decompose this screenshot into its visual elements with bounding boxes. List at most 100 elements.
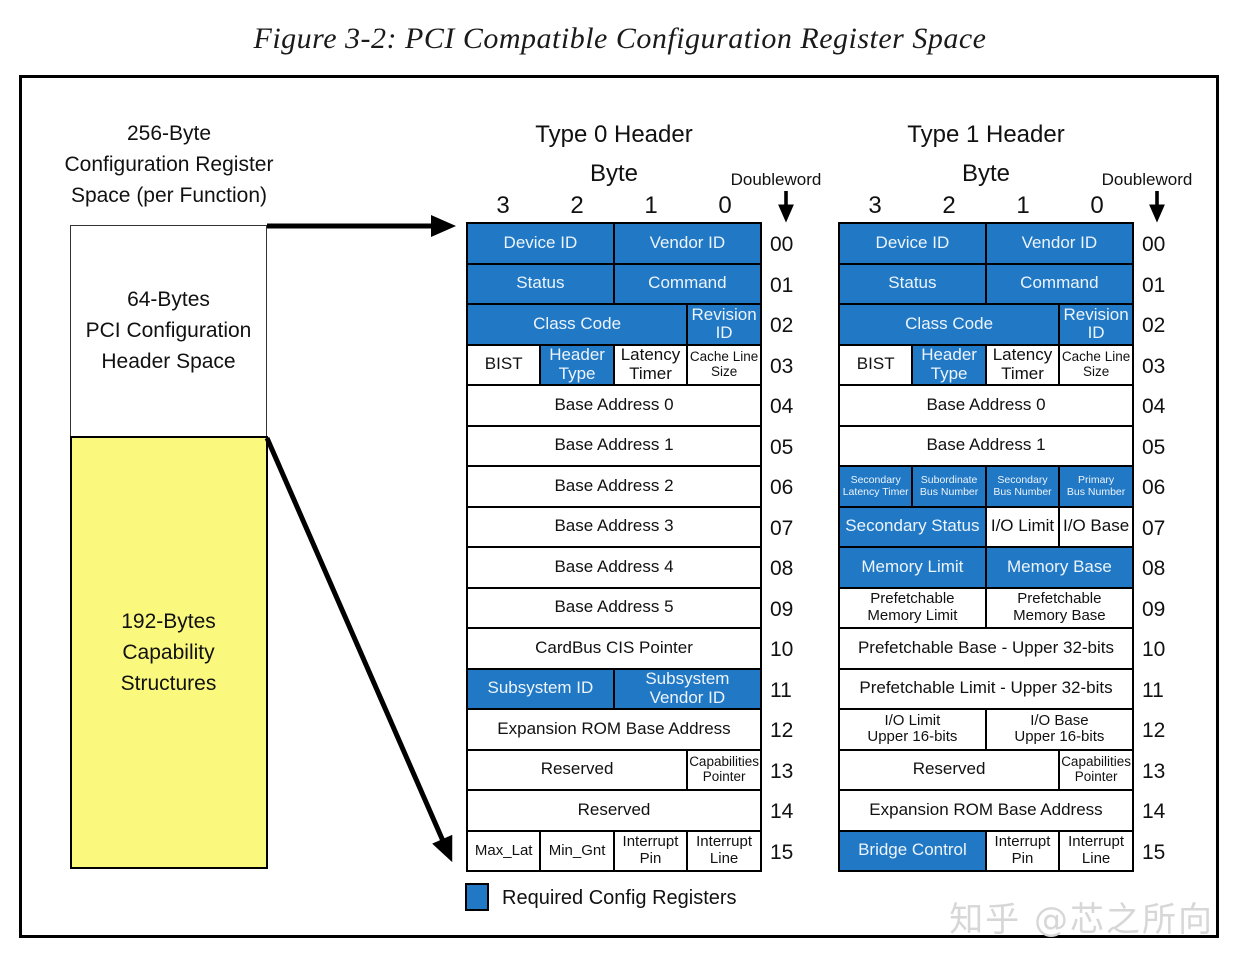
register-cell: Revision ID — [1060, 305, 1132, 344]
doubleword-number: 03 — [1142, 354, 1166, 378]
register-cell: Capabilities Pointer — [688, 750, 760, 789]
capability-structures-label: 192-Bytes Capability Structures — [120, 610, 217, 695]
register-cell: Expansion ROM Base Address — [468, 710, 760, 749]
byte-digit-0: 0 — [718, 192, 732, 219]
doubleword-label-type1: Doubleword — [1101, 170, 1193, 189]
register-cell: Prefetchable Base - Upper 32-bits — [840, 629, 1132, 668]
doubleword-number: 06 — [770, 476, 794, 500]
byte-digits-type1: 3 2 1 0 — [838, 192, 1134, 220]
register-cell: Header Type — [541, 345, 613, 384]
figure-title: Figure 3-2: PCI Compatible Configuration… — [253, 22, 987, 55]
legend-label: Required Config Registers — [502, 887, 737, 909]
doubleword-number: 06 — [1142, 476, 1166, 500]
register-cell: Min_Gnt — [541, 831, 613, 870]
doubleword-number: 00 — [1142, 233, 1166, 257]
byte-digits-type0: 3 2 1 0 — [466, 192, 762, 220]
register-cell: Status — [468, 264, 613, 303]
doubleword-number: 01 — [1142, 273, 1166, 297]
register-cell: Expansion ROM Base Address — [840, 791, 1132, 830]
doubleword-number: 15 — [770, 840, 794, 864]
doubleword-number: 13 — [1142, 759, 1166, 783]
doubleword-number: 14 — [1142, 800, 1166, 824]
doubleword-number: 09 — [770, 597, 794, 621]
register-cell: Subsystem Vendor ID — [614, 669, 760, 708]
register-cell: I/O Limit — [986, 507, 1059, 546]
register-cell: I/O Base — [1060, 507, 1132, 546]
register-cell: Interrupt Line — [688, 831, 760, 870]
register-cell: Reserved — [468, 750, 687, 789]
register-cell: Prefetchable Memory Limit — [840, 588, 985, 627]
capability-structures-region: 192-Bytes Capability Structures — [69, 436, 268, 869]
watermark: 知乎 @芯之所向 — [949, 900, 1214, 940]
doubleword-number: 14 — [770, 800, 794, 824]
register-cell: CardBus CIS Pointer — [468, 629, 760, 668]
register-cell: Device ID — [468, 224, 613, 263]
register-cell: Base Address 0 — [468, 386, 760, 425]
register-cell: Header Type — [913, 345, 985, 384]
doubleword-number: 00 — [770, 233, 794, 257]
doubleword-number: 09 — [1142, 597, 1166, 621]
doubleword-number: 02 — [1142, 314, 1166, 338]
config-space-caption: 256-Byte Configuration Register Space (p… — [64, 122, 274, 207]
register-cell: Primary Bus Number — [1060, 467, 1132, 506]
doubleword-number: 04 — [1142, 395, 1166, 419]
doubleword-number: 01 — [770, 273, 794, 297]
doubleword-number: 13 — [770, 759, 794, 783]
register-cell: Memory Base — [986, 548, 1132, 587]
required-config-registers-swatch — [465, 883, 489, 911]
register-cell: Secondary Bus Number — [986, 467, 1059, 506]
byte-digit-0: 0 — [1090, 192, 1104, 219]
register-cell: Base Address 5 — [468, 588, 760, 627]
register-cell: Base Address 0 — [840, 386, 1132, 425]
register-cell: Bridge Control — [840, 831, 985, 870]
byte-digit-3: 3 — [868, 192, 882, 219]
byte-digit-2: 2 — [942, 192, 956, 219]
register-cell: Latency Timer — [614, 345, 687, 384]
doubleword-number: 05 — [1142, 435, 1166, 459]
doubleword-number: 08 — [1142, 557, 1166, 581]
register-cell: Class Code — [840, 305, 1059, 344]
register-cell: Latency Timer — [986, 345, 1059, 384]
doubleword-number: 07 — [1142, 516, 1166, 540]
doubleword-number: 04 — [770, 395, 794, 419]
register-cell: Base Address 3 — [468, 507, 760, 546]
register-cell: Interrupt Pin — [986, 831, 1059, 870]
doubleword-number: 11 — [770, 678, 792, 702]
register-cell: Memory Limit — [840, 548, 985, 587]
byte-digit-3: 3 — [496, 192, 510, 219]
type0-header-title: Type 0 Header — [535, 121, 693, 148]
register-cell: Max_Lat — [468, 831, 540, 870]
register-cell: Reserved — [468, 791, 760, 830]
register-cell: Base Address 1 — [840, 426, 1132, 465]
register-cell: Base Address 1 — [468, 426, 760, 465]
register-cell: Command — [614, 264, 760, 303]
byte-digit-1: 1 — [1016, 192, 1030, 219]
register-cell: Secondary Status — [840, 507, 985, 546]
register-cell: Cache Line Size — [1060, 345, 1132, 384]
register-cell: Vendor ID — [614, 224, 760, 263]
doubleword-number: 15 — [1142, 840, 1166, 864]
config-space-box: 64-Bytes PCI Configuration Header Space … — [69, 225, 268, 869]
register-cell: Device ID — [840, 224, 985, 263]
register-cell: Base Address 4 — [468, 548, 760, 587]
header-space-label: 64-Bytes PCI Configuration Header Space — [85, 288, 252, 373]
register-cell: Class Code — [468, 305, 687, 344]
register-cell: Command — [986, 264, 1132, 303]
doubleword-label-type0: Doubleword — [730, 170, 822, 189]
byte-digit-2: 2 — [570, 192, 584, 219]
register-cell: BIST — [840, 345, 912, 384]
register-cell: Base Address 2 — [468, 467, 760, 506]
doubleword-number: 11 — [1142, 678, 1164, 702]
register-cell: Interrupt Line — [1060, 831, 1132, 870]
register-cell: Revision ID — [688, 305, 760, 344]
register-cell: Subordinate Bus Number — [913, 467, 985, 506]
register-cell: Prefetchable Memory Base — [986, 588, 1132, 627]
doubleword-number: 07 — [770, 516, 794, 540]
doubleword-number: 08 — [770, 557, 794, 581]
figure-border — [19, 75, 1219, 938]
register-cell: I/O Limit Upper 16-bits — [840, 710, 985, 749]
